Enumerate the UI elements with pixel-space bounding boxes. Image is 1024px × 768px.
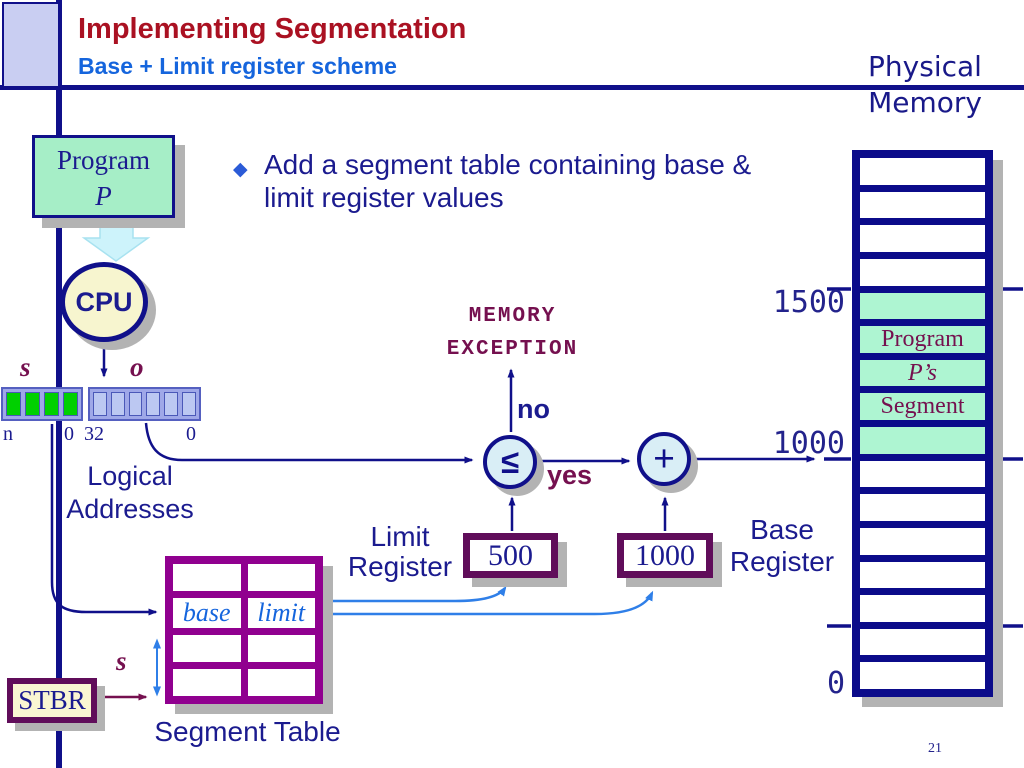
base-register-label-line2: Register [729, 546, 835, 577]
less-equal-icon: ≤ [500, 443, 520, 480]
logical-addresses-caption: Logical Addresses [55, 460, 205, 526]
segment-table-cell [247, 669, 315, 696]
bit-label-o-zero: 0 [186, 423, 196, 445]
bullet-text: Add a segment table containing base & li… [264, 148, 804, 214]
physical-memory-label-line2: Memory [868, 86, 982, 119]
base-register-value: 1000 [635, 538, 695, 572]
register-cell [110, 392, 125, 416]
bit-label-n: n [3, 423, 13, 445]
limit-register-value-box: 500 [463, 533, 558, 578]
stbr-label: STBR [18, 685, 86, 715]
register-cell [93, 392, 107, 416]
compare-circle: ≤ [483, 435, 537, 489]
memory-exception-label: MEMORY EXCEPTION [415, 300, 610, 366]
limit-register-label-line1: Limit [370, 521, 430, 552]
memory-row [860, 292, 985, 320]
memory-row [860, 561, 985, 589]
limit-register-label: Limit Register [340, 522, 460, 582]
register-cell [63, 392, 78, 416]
table-to-base-arrow [329, 590, 654, 616]
register-cell [44, 392, 59, 416]
segment-register [1, 387, 83, 421]
memory-row [860, 225, 985, 252]
segment-table-cell [173, 635, 241, 662]
segment-table-cell [173, 564, 241, 591]
base-register-label: Base Register [722, 514, 842, 578]
logical-addresses-line1: Logical [87, 461, 173, 491]
register-cell [146, 392, 161, 416]
program-box-line1: Program [57, 145, 150, 175]
physical-memory-label-line1: Physical [868, 50, 982, 83]
cpu-circle: CPU [60, 262, 148, 342]
segment-number-label: s [20, 352, 31, 382]
register-cell [128, 392, 143, 416]
plus-icon: + [653, 438, 675, 479]
limit-register-value: 500 [488, 538, 533, 572]
memory-row [860, 191, 985, 219]
register-cell [6, 392, 21, 416]
memory-address-0: 0 [826, 666, 845, 701]
table-to-limit-arrow [329, 585, 507, 603]
adder-circle: + [637, 432, 691, 486]
offset-register [88, 387, 201, 421]
memory-row [860, 494, 985, 521]
bullet-text-line2: limit register values [264, 182, 504, 213]
bit-label-s-zero: 0 [64, 423, 74, 445]
yes-branch-label: yes [547, 460, 593, 490]
memory-row [860, 258, 985, 286]
memory-row [860, 460, 985, 488]
physical-memory-label: Physical Memory [840, 49, 1010, 121]
register-cell [164, 392, 179, 416]
logical-addresses-line2: Addresses [66, 494, 194, 524]
limit-register-label-line2: Register [347, 551, 453, 582]
segment-table-cell [247, 564, 315, 591]
segment-table-base-cell: base [173, 598, 241, 628]
memory-row [860, 662, 985, 689]
no-branch-label: no [517, 394, 550, 424]
memory-address-1000: 1000 [772, 426, 845, 461]
segment-table: base limit [165, 556, 323, 704]
left-vertical-rule [56, 0, 62, 768]
memory-row: Segment [860, 393, 985, 420]
memory-address-1500: 1500 [772, 285, 845, 320]
memory-row [860, 158, 985, 185]
page-number: 21 [928, 741, 942, 756]
offset-label: o [130, 352, 144, 382]
segment-table-limit-cell: limit [247, 598, 315, 628]
header-divider-rule [0, 85, 1024, 90]
slide-title: Implementing Segmentation [78, 13, 467, 45]
base-register-value-box: 1000 [617, 533, 713, 578]
segment-table-cell [247, 635, 315, 662]
program-box-line2: P [95, 181, 112, 211]
segment-offset-s-label: s [116, 646, 127, 676]
base-register-label-line1: Base [750, 514, 814, 545]
segment-table-cell [173, 669, 241, 696]
bit-label-32: 32 [84, 423, 104, 445]
register-cell [182, 392, 196, 416]
memory-row [860, 595, 985, 622]
memory-row [860, 527, 985, 555]
memory-exception-line1: MEMORY [468, 305, 557, 328]
memory-exception-line2: EXCEPTION [446, 338, 579, 361]
program-box: Program P [32, 135, 175, 218]
slide-subtitle: Base + Limit register scheme [78, 53, 397, 79]
stbr-box: STBR [7, 678, 97, 723]
bullet-diamond-icon: ◆ [233, 159, 248, 180]
memory-row: Program [860, 326, 985, 353]
register-cell [25, 392, 40, 416]
cpu-label: CPU [75, 286, 133, 317]
memory-row: P’s [860, 359, 985, 387]
corner-decoration [2, 2, 60, 88]
bullet-text-line1: Add a segment table containing base & [264, 149, 752, 180]
segment-table-caption: Segment Table [154, 716, 341, 747]
memory-row [860, 628, 985, 656]
program-to-cpu-arrow [81, 217, 151, 262]
memory-row [860, 427, 985, 454]
